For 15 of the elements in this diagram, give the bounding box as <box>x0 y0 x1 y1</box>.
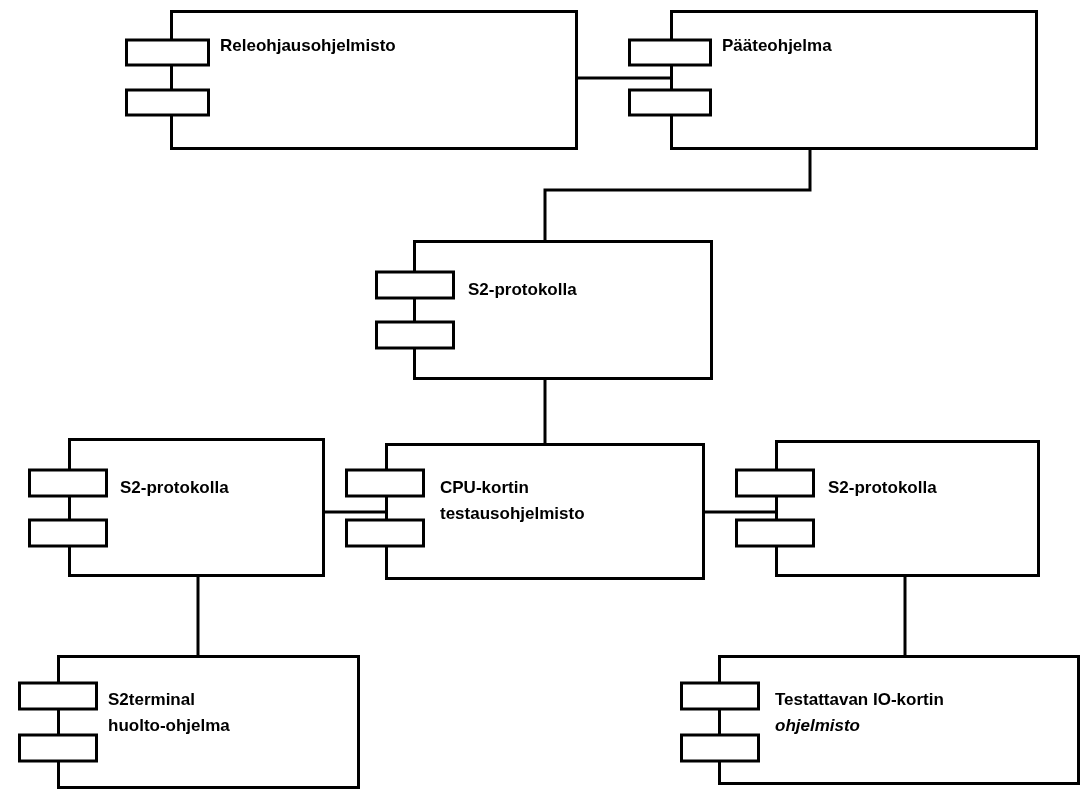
component-name: CPU-kortin testausohjelmisto <box>440 477 586 525</box>
component-name: S2-protokolla <box>468 279 578 301</box>
connector-line <box>903 577 907 655</box>
connector-line <box>543 380 547 443</box>
connector-line <box>196 577 200 655</box>
component-name: S2-protokolla <box>120 477 230 499</box>
component-name: S2terminal huolto-ohjelma <box>108 689 231 737</box>
connector-line <box>705 510 775 514</box>
component-name: S2-protokolla <box>828 477 938 499</box>
component-name: Testattavan IO-kortin ohjelmisto <box>775 689 945 737</box>
connector-line <box>325 510 385 514</box>
connector-line <box>578 76 670 80</box>
component-name: Releohjausohjelmisto <box>220 35 397 57</box>
component-name: Pääteohjelma <box>722 35 833 57</box>
connector-line <box>543 150 812 240</box>
